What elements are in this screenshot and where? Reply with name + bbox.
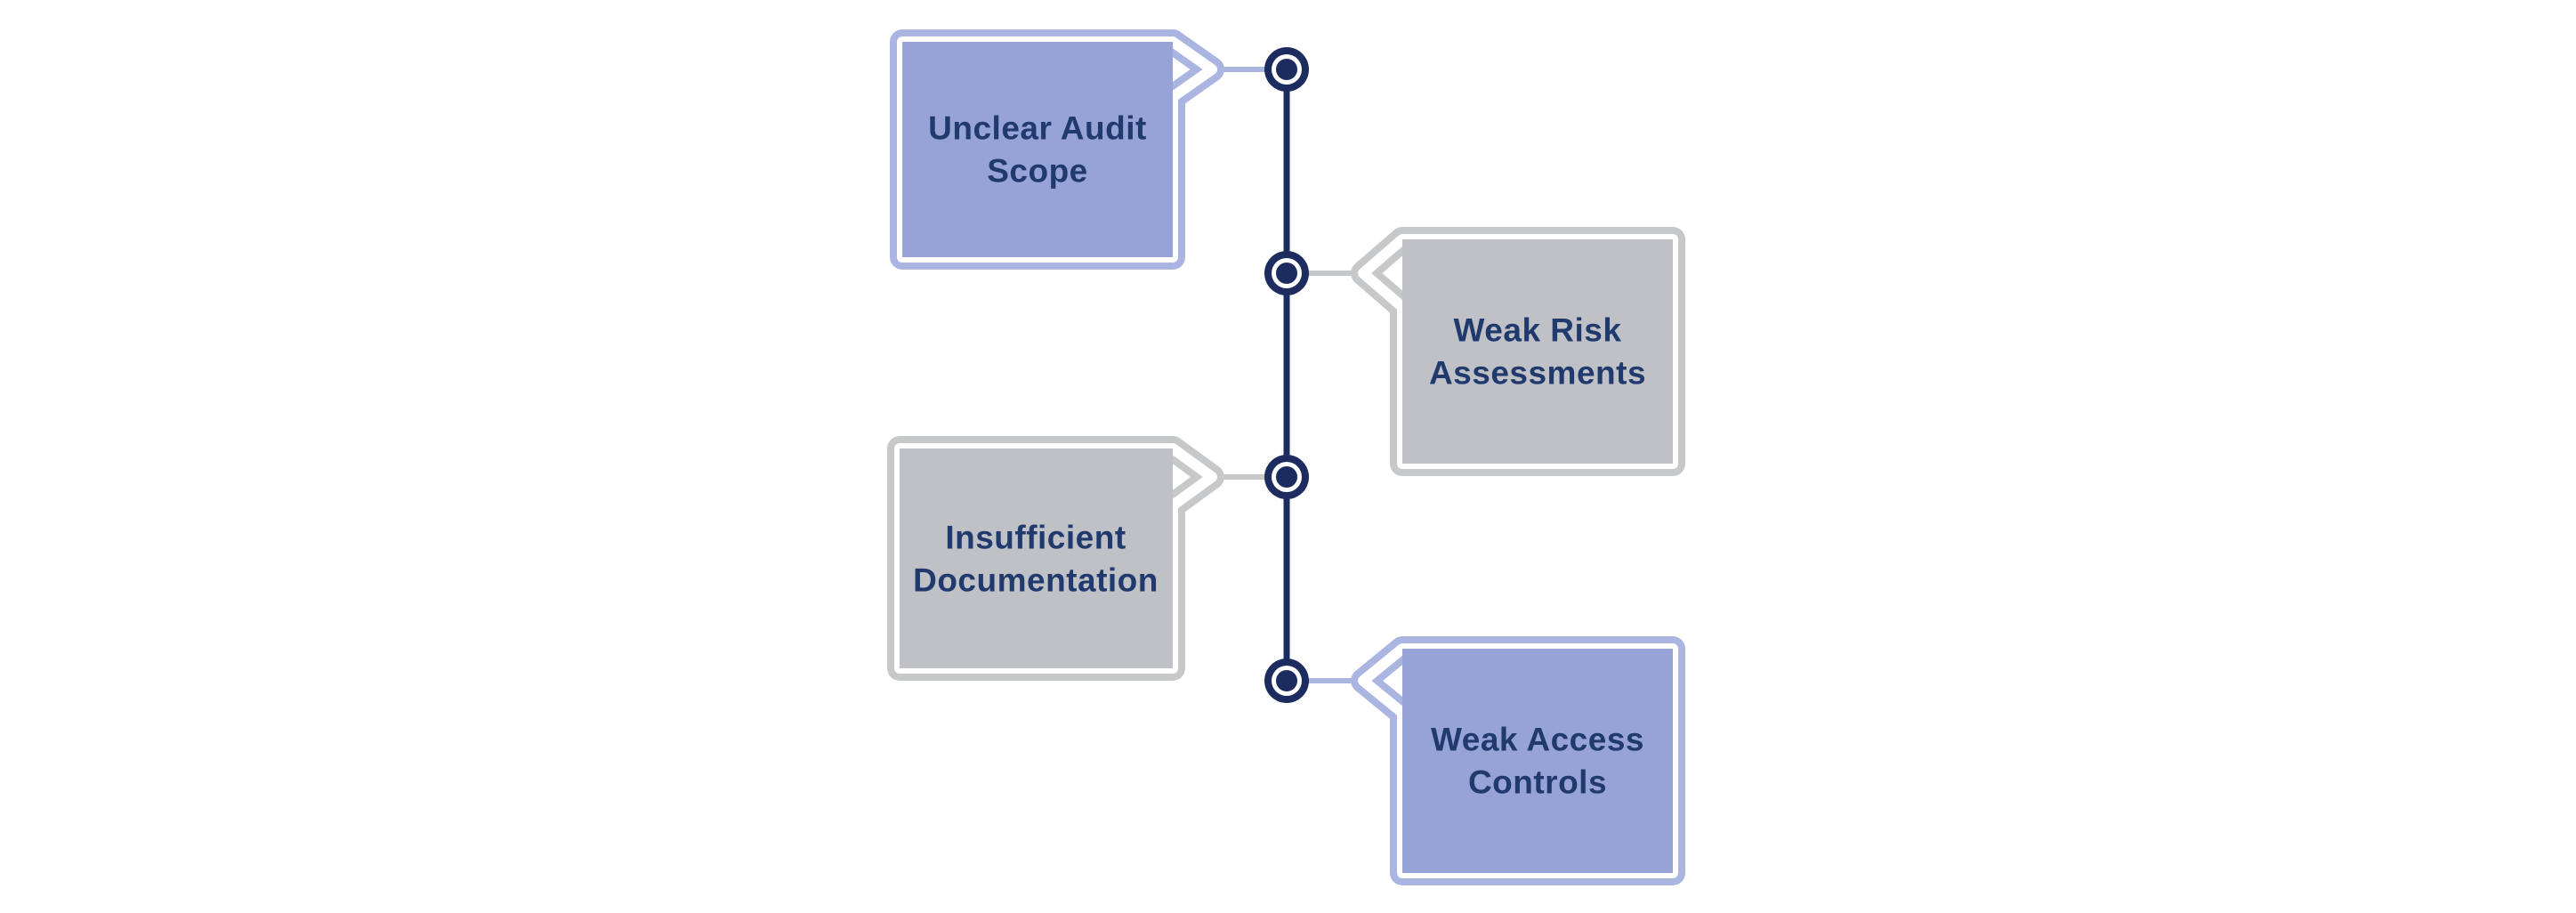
timeline-node-2	[1264, 251, 1309, 295]
callout-unclear-audit-scope: Unclear Audit Scope	[890, 29, 1224, 270]
callout-label-line-2: Controls	[1468, 764, 1607, 801]
callout-label-line-1: Unclear Audit	[928, 110, 1147, 147]
node-center-dot	[1276, 670, 1297, 691]
callout-label-line-1: Weak Risk	[1454, 312, 1622, 349]
callout-label-line-2: Documentation	[913, 562, 1159, 599]
callout-insufficient-documentation: Insufficient Documentation	[887, 436, 1224, 681]
node-center-dot	[1276, 263, 1297, 284]
callout-fill	[1402, 239, 1673, 464]
node-center-dot	[1276, 466, 1297, 488]
callout-label-line-2: Scope	[987, 153, 1088, 190]
callout-weak-access-controls: Weak Access Controls	[1351, 636, 1685, 885]
timeline-node-4	[1264, 658, 1309, 703]
callout-fill	[1402, 649, 1673, 873]
callout-fill	[900, 448, 1173, 668]
timeline-node-3	[1264, 455, 1309, 499]
callout-weak-risk-assessments: Weak Risk Assessments	[1351, 227, 1685, 476]
callout-label-line-2: Assessments	[1429, 355, 1646, 392]
timeline-node-1	[1264, 47, 1309, 92]
callout-fill	[902, 42, 1173, 257]
callout-label-line-1: Weak Access	[1431, 722, 1644, 758]
node-center-dot	[1276, 59, 1297, 80]
callout-label-line-1: Insufficient	[945, 520, 1126, 556]
